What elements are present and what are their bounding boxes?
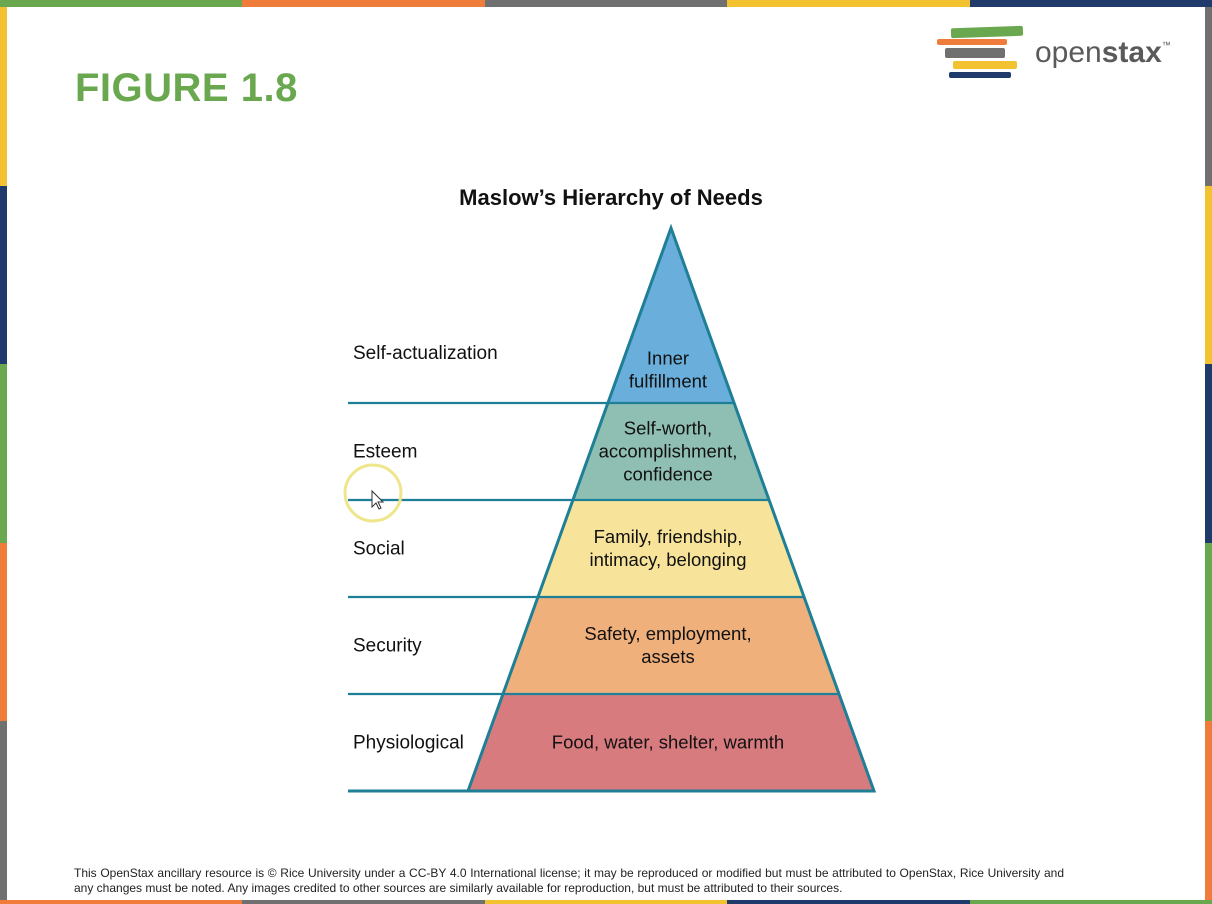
stripe-orange xyxy=(242,0,485,7)
trademark: ™ xyxy=(1161,40,1171,50)
wordmark-suffix: stax xyxy=(1101,36,1162,69)
tier-description-line: accomplishment, xyxy=(599,441,738,462)
level-divider-lines xyxy=(348,401,874,793)
openstax-logo-icon xyxy=(937,25,1024,78)
stripe-gray xyxy=(484,0,728,7)
level-label-social: Social xyxy=(353,539,405,560)
pyramid-tiers xyxy=(468,228,874,791)
tier-description-line: confidence xyxy=(623,464,712,485)
tier-social xyxy=(537,500,805,597)
cursor-highlight-ring xyxy=(343,463,403,523)
level-label-physiological: Physiological xyxy=(353,733,464,754)
bottom-color-stripe xyxy=(0,900,1212,904)
openstax-wordmark: openstax™ xyxy=(1035,36,1171,70)
level-label-security: Security xyxy=(353,636,422,657)
level-label-self-actualization: Self-actualization xyxy=(353,343,498,364)
level-label-esteem: Esteem xyxy=(353,442,417,463)
stripe-yellow xyxy=(727,0,970,7)
top-color-stripe xyxy=(0,0,1212,7)
tier-security xyxy=(502,597,840,694)
tier-descriptions: InnerfulfillmentSelf-worth,accomplishmen… xyxy=(552,348,784,753)
right-color-stripe xyxy=(1205,7,1212,900)
tier-esteem xyxy=(572,403,770,500)
stripe-navy xyxy=(969,0,1212,7)
diagram-title: Maslow’s Hierarchy of Needs xyxy=(459,185,763,210)
tier-description-line: Safety, employment, xyxy=(584,623,751,644)
tier-description-line: fulfillment xyxy=(629,371,707,392)
mouse-cursor xyxy=(343,463,403,523)
level-labels: Self-actualizationEsteemSocialSecurityPh… xyxy=(353,343,498,754)
wordmark-prefix: open xyxy=(1035,36,1102,69)
pointer-icon xyxy=(371,489,385,510)
stripe-green xyxy=(0,0,243,7)
openstax-logo: openstax™ xyxy=(935,24,1185,84)
tier-description-line: intimacy, belonging xyxy=(590,549,747,570)
tier-self-actualization xyxy=(607,228,735,403)
tier-description-line: assets xyxy=(641,646,694,667)
figure-title: FIGURE 1.8 xyxy=(75,66,298,110)
tier-description-line: Food, water, shelter, warmth xyxy=(552,732,784,753)
tier-physiological xyxy=(468,694,874,791)
license-footer: This OpenStax ancillary resource is © Ri… xyxy=(74,866,1064,895)
tier-description-line: Self-worth, xyxy=(624,418,712,439)
tier-description-line: Family, friendship, xyxy=(594,526,743,547)
tier-description-line: Inner xyxy=(647,348,689,369)
left-color-stripe xyxy=(0,7,7,900)
